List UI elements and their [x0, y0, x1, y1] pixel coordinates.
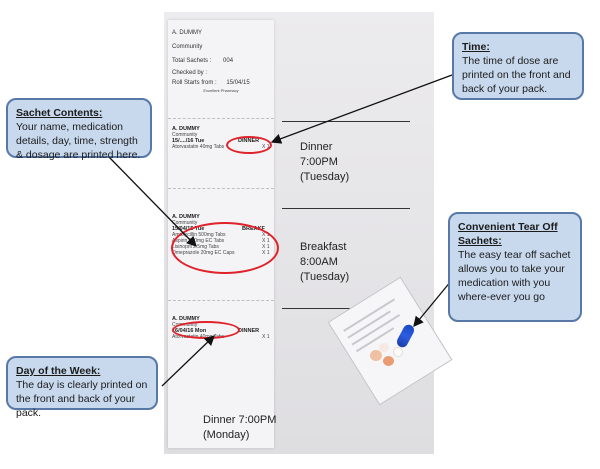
- label-dinner-tuesday-meal: Dinner: [300, 141, 333, 153]
- header-facility: Community: [172, 44, 203, 50]
- sachet1-drug: Atorvastatin 40mg Tabs: [172, 144, 225, 150]
- header-total-value: 004: [223, 58, 234, 64]
- label-dinner-monday-day: (Monday): [203, 429, 250, 441]
- callout-sachet-contents-body: Your name, medication details, day, time…: [16, 121, 141, 161]
- arrow-contents: [107, 155, 197, 247]
- arrow-day: [161, 335, 215, 387]
- label-dinner-monday-time: Dinner 7:00PM: [203, 414, 277, 426]
- label-breakfast-tuesday-time: 8:00AM: [300, 256, 338, 268]
- divider-line: [282, 208, 410, 209]
- pill: [379, 343, 389, 352]
- callout-sachet-contents-title: Sachet Contents:: [16, 107, 103, 119]
- sachet3-name: A. DUMMY: [172, 316, 200, 322]
- label-dinner-tuesday-day: (Tuesday): [300, 171, 350, 183]
- pill: [393, 347, 403, 357]
- sachet1-name: A. DUMMY: [172, 126, 200, 132]
- callout-day-of-week-body: The day is clearly printed on the front …: [16, 379, 148, 419]
- header-name: A. DUMMY: [172, 30, 202, 36]
- label-breakfast-tuesday-meal: Breakfast: [300, 241, 347, 253]
- divider-line: [282, 121, 410, 122]
- header-pharmacy: Excellent Pharmacy: [203, 88, 239, 93]
- header-checked: Checked by :: [172, 70, 208, 76]
- callout-day-of-week: Day of the Week: The day is clearly prin…: [6, 356, 158, 419]
- pill: [370, 350, 382, 361]
- label-breakfast-tuesday-day: (Tuesday): [300, 271, 350, 283]
- perforation: [168, 300, 274, 301]
- sachet1-facility: Community: [172, 132, 198, 138]
- callout-time: Time: The time of dose are printed on th…: [452, 32, 584, 100]
- header-starts-label: Roll Starts from :: [172, 80, 217, 86]
- pill: [383, 356, 394, 366]
- sachet3-slot: DINNER: [238, 328, 260, 334]
- sachet3-qty: X 1: [262, 334, 270, 340]
- contents-highlight-ring: [171, 222, 279, 274]
- label-dinner-monday: Dinner 7:00PM (Monday): [203, 413, 276, 443]
- time-highlight-ring: [226, 136, 272, 154]
- callout-tear-off-title: Convenient Tear Off Sachets:: [458, 221, 558, 247]
- perforation: [168, 118, 274, 119]
- label-breakfast-tuesday: Breakfast 8:00AM (Tuesday): [300, 240, 349, 285]
- perforation: [168, 188, 274, 189]
- sachet2-facility: Community: [172, 220, 198, 226]
- callout-tear-off: Convenient Tear Off Sachets: The easy te…: [448, 212, 582, 322]
- arrow-time: [270, 74, 453, 144]
- callout-sachet-contents: Sachet Contents: Your name, medication d…: [6, 98, 152, 161]
- strip-header: A. DUMMY Community Total Sachets : 004 C…: [172, 30, 270, 94]
- label-dinner-tuesday: Dinner 7:00PM (Tuesday): [300, 140, 349, 185]
- sachet1-date: 15/..../16 Tue: [172, 138, 205, 144]
- sachet2-name: A. DUMMY: [172, 214, 200, 220]
- callout-tear-off-body: The easy tear off sachet allows you to t…: [458, 249, 571, 303]
- callout-day-of-week-title: Day of the Week:: [16, 365, 101, 377]
- header-total-label: Total Sachets :: [172, 58, 212, 64]
- header-starts-value: 15/04/15: [226, 80, 250, 86]
- header-total: Total Sachets : 004: [172, 58, 270, 64]
- callout-time-title: Time:: [462, 41, 490, 53]
- label-dinner-tuesday-time: 7:00PM: [300, 156, 338, 168]
- divider-line: [282, 308, 410, 309]
- header-starts: Roll Starts from : 15/04/15: [172, 80, 270, 86]
- callout-time-body: The time of dose are printed on the fron…: [462, 55, 571, 95]
